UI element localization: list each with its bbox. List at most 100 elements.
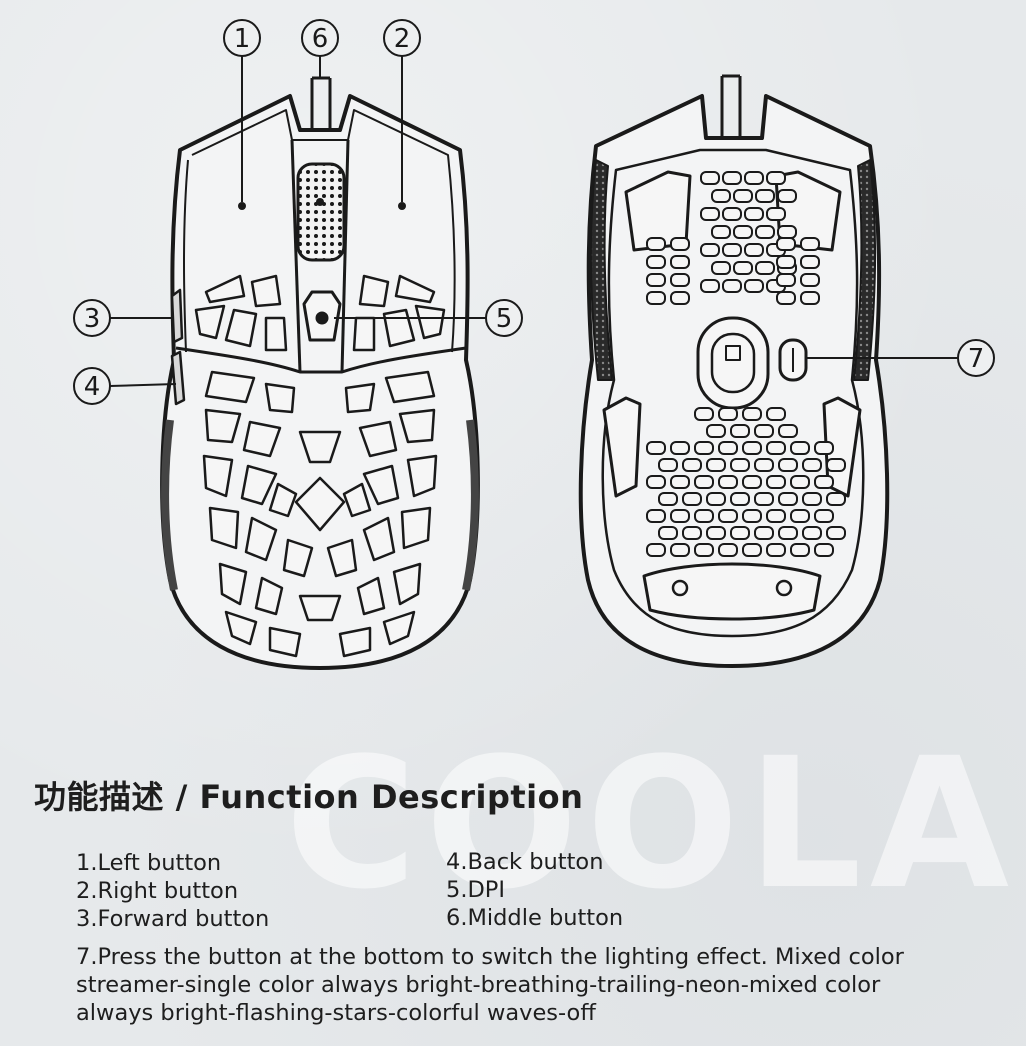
- vent-hole: [776, 273, 796, 287]
- honeycomb-vents: [646, 171, 846, 557]
- vent-hole: [790, 509, 810, 523]
- lighting-note-line: 7.Press the button at the bottom to swit…: [76, 944, 904, 970]
- vent-hole: [766, 171, 786, 185]
- vent-hole: [766, 475, 786, 489]
- svg-text:7: 7: [968, 344, 985, 374]
- vent-hole: [755, 261, 775, 275]
- vent-hole: [706, 526, 726, 540]
- vent-hole: [744, 243, 764, 257]
- vent-hole: [670, 237, 690, 251]
- vent-hole: [646, 255, 666, 269]
- callout-4: 4: [73, 367, 111, 405]
- vent-hole: [755, 225, 775, 239]
- vent-hole: [670, 291, 690, 305]
- vent-hole: [766, 509, 786, 523]
- vent-hole: [814, 475, 834, 489]
- vent-hole: [778, 526, 798, 540]
- vent-hole: [754, 526, 774, 540]
- vent-hole: [777, 189, 797, 203]
- vent-hole: [733, 189, 753, 203]
- function-list-left: 1.Left button 2.Right button 3.Forward b…: [76, 849, 269, 933]
- callout-2: 2: [383, 19, 421, 57]
- vent-hole: [776, 291, 796, 305]
- vent-hole: [722, 207, 742, 221]
- vent-hole: [722, 171, 742, 185]
- vent-hole: [778, 458, 798, 472]
- vent-hole: [722, 279, 742, 293]
- vent-hole: [742, 543, 762, 557]
- vent-hole: [790, 475, 810, 489]
- vent-hole: [766, 441, 786, 455]
- vent-hole: [790, 543, 810, 557]
- vent-hole: [646, 509, 666, 523]
- svg-text:4: 4: [84, 372, 101, 402]
- vent-hole: [670, 475, 690, 489]
- vent-hole: [646, 237, 666, 251]
- vent-hole: [826, 458, 846, 472]
- vent-hole: [802, 458, 822, 472]
- vent-hole: [646, 543, 666, 557]
- vent-hole: [826, 526, 846, 540]
- vent-hole: [742, 509, 762, 523]
- vent-hole: [670, 509, 690, 523]
- vent-hole: [711, 225, 731, 239]
- vent-hole: [814, 509, 834, 523]
- vent-hole: [700, 243, 720, 257]
- vent-hole: [777, 225, 797, 239]
- svg-text:2: 2: [394, 24, 411, 54]
- vent-hole: [742, 475, 762, 489]
- vent-hole: [694, 441, 714, 455]
- callout-7: 7: [957, 339, 995, 377]
- vent-hole: [646, 291, 666, 305]
- function-list-right: 4.Back button 5.DPI 6.Middle button: [446, 848, 623, 932]
- callout-1: 1: [223, 19, 261, 57]
- vent-hole: [766, 407, 786, 421]
- vent-hole: [718, 543, 738, 557]
- vent-hole: [766, 543, 786, 557]
- mouse-bottom-view: [578, 74, 890, 668]
- vent-hole: [826, 492, 846, 506]
- vent-hole: [730, 458, 750, 472]
- vent-hole: [670, 273, 690, 287]
- vent-hole: [718, 441, 738, 455]
- section-heading: 功能描述 / Function Description: [34, 778, 584, 816]
- vent-hole: [802, 492, 822, 506]
- vent-hole: [744, 171, 764, 185]
- vent-hole: [733, 225, 753, 239]
- svg-text:5: 5: [496, 304, 513, 334]
- callout-leaders: [109, 56, 958, 387]
- vent-hole: [682, 492, 702, 506]
- mouse-diagram: 1 6 2 3 5 4 7: [73, 19, 995, 670]
- vent-hole: [730, 526, 750, 540]
- callout-5: 5: [485, 299, 523, 337]
- vent-hole: [722, 243, 742, 257]
- callout-3: 3: [73, 299, 111, 337]
- vent-hole: [646, 475, 666, 489]
- vent-hole: [700, 171, 720, 185]
- forward-button: [170, 288, 184, 344]
- vent-hole: [754, 458, 774, 472]
- vent-hole: [814, 543, 834, 557]
- vent-hole: [682, 458, 702, 472]
- function-item-left-button: 1.Left button: [76, 850, 222, 876]
- brand-watermark: COOLA: [285, 720, 1018, 929]
- vent-hole: [646, 273, 666, 287]
- function-item-forward-button: 3.Forward button: [76, 906, 270, 932]
- vent-hole: [670, 441, 690, 455]
- vent-hole: [658, 492, 678, 506]
- vent-hole: [706, 424, 726, 438]
- function-item-back-button: 4.Back button: [446, 849, 604, 875]
- vent-hole: [658, 526, 678, 540]
- vent-hole: [706, 458, 726, 472]
- vent-hole: [814, 441, 834, 455]
- vent-hole: [800, 237, 820, 251]
- function-item-right-button: 2.Right button: [76, 878, 239, 904]
- function-item-dpi: 5.DPI: [446, 877, 505, 903]
- vent-hole: [744, 279, 764, 293]
- vent-hole: [790, 441, 810, 455]
- vent-hole: [670, 543, 690, 557]
- function-item-middle-button: 6.Middle button: [446, 905, 624, 931]
- vent-hole: [766, 207, 786, 221]
- vent-hole: [742, 407, 762, 421]
